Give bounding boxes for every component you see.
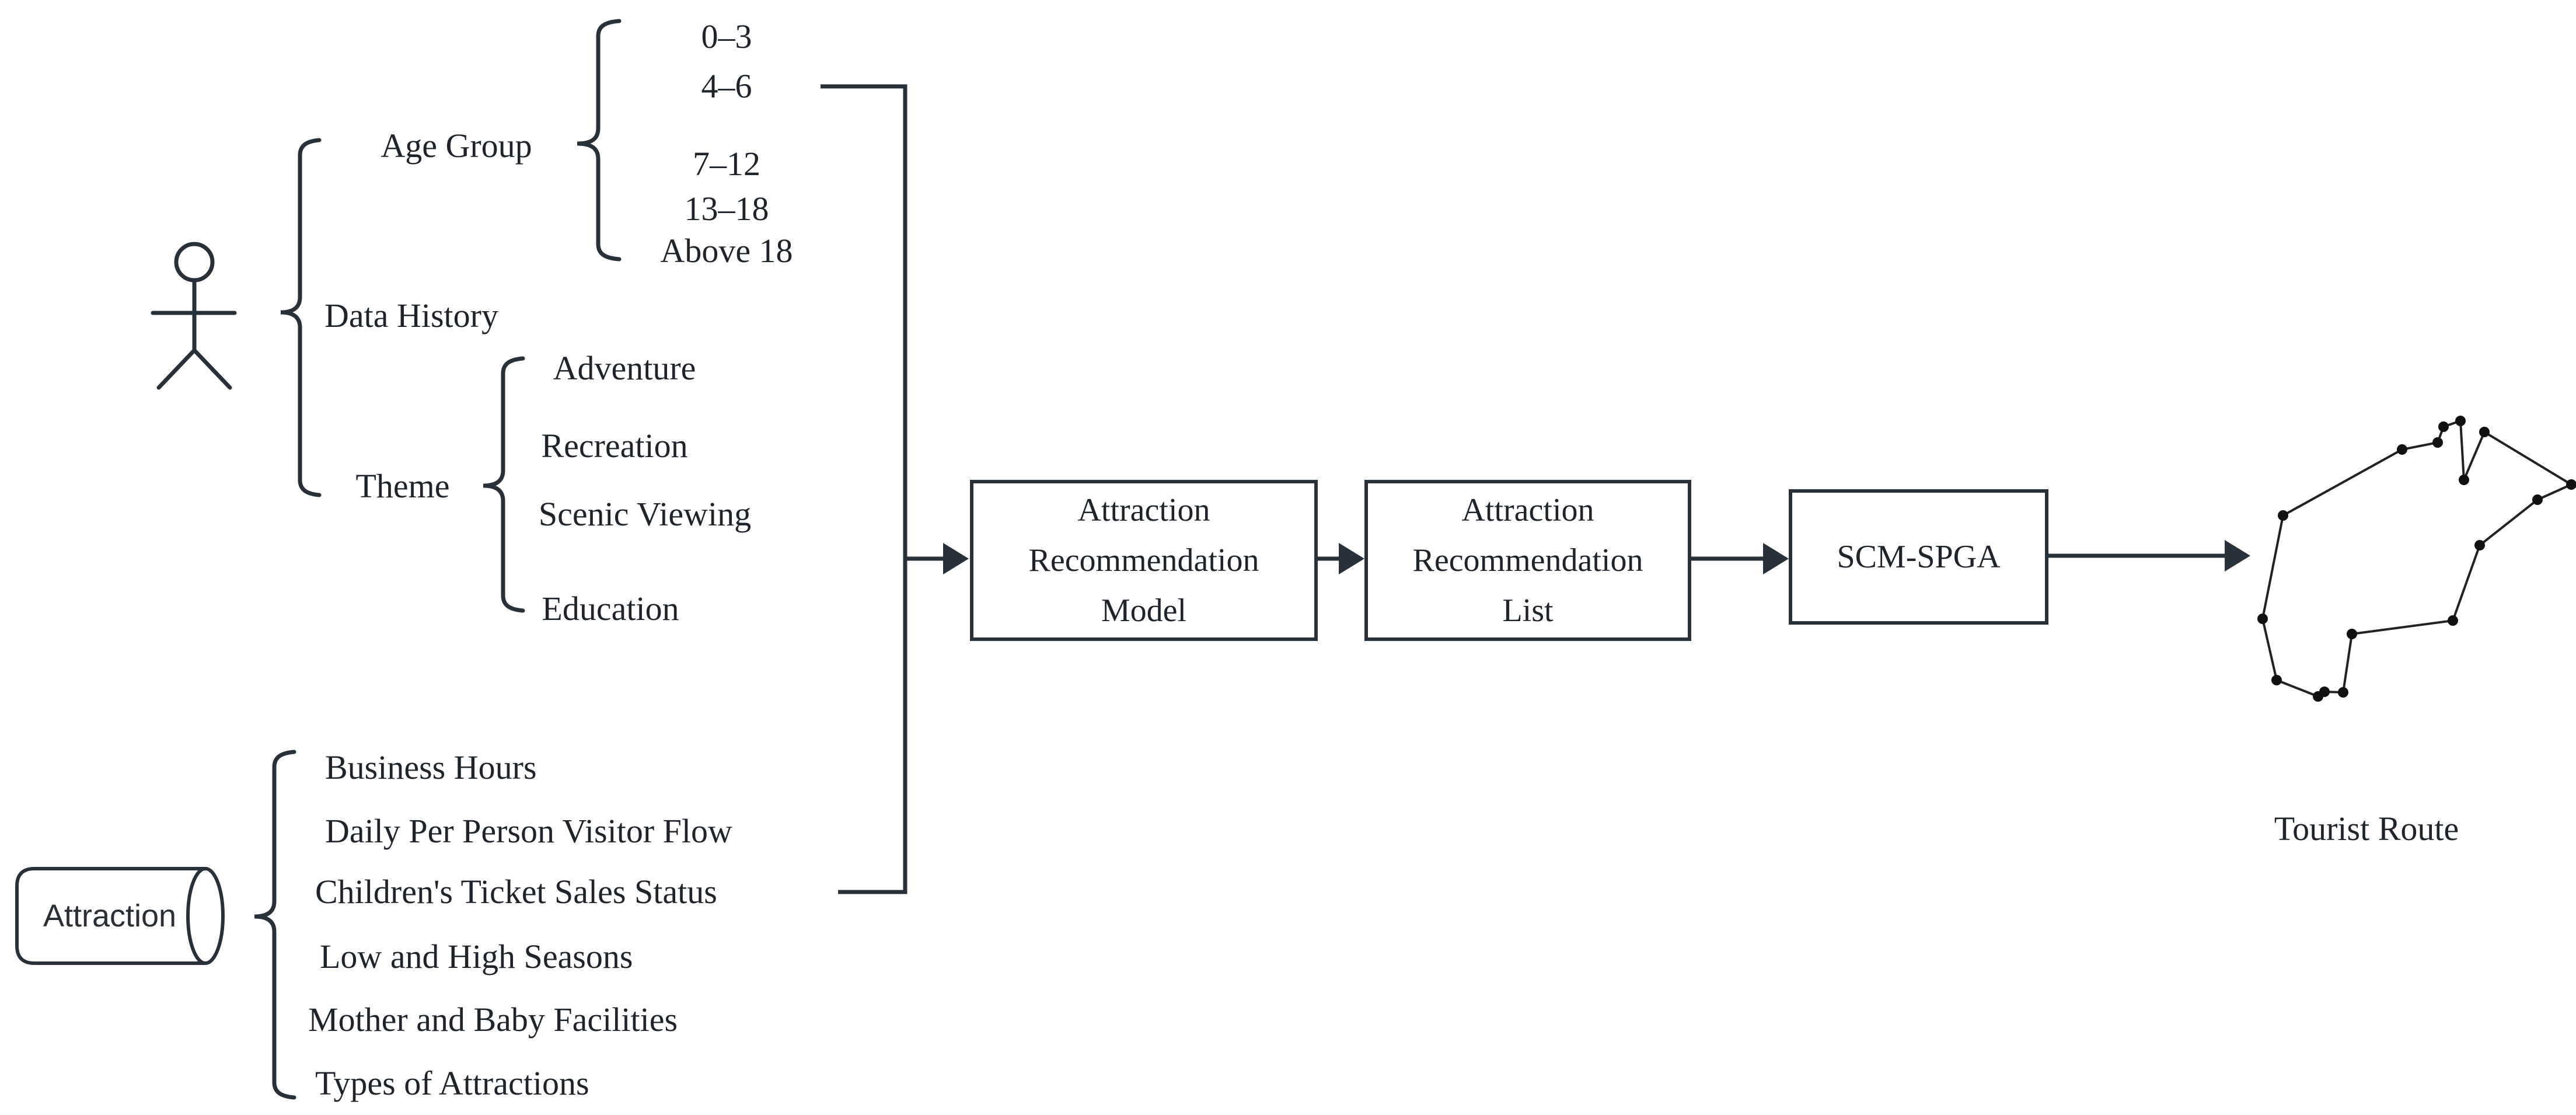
route-stop-dot [2257,614,2268,624]
box-text-line: Attraction [1077,492,1210,528]
route-stop-dot [2566,479,2576,490]
attraction-recommendation-model-box: Attraction Recommendation Model [970,480,1318,641]
route-path [2261,419,2574,698]
route-stop-dot [2397,444,2407,455]
age-item-0-3: 0–3 [701,18,752,56]
person-stick-figure-icon [151,242,237,390]
attraction-recommendation-list-box: Attraction Recommendation List [1364,480,1691,641]
cylinder-body [15,867,205,965]
route-stop-dot [2432,437,2443,448]
tourist-route-label: Tourist Route [2274,810,2459,848]
user-brace [280,138,322,497]
route-stop-dot [2278,510,2288,521]
route-stop-dot [2438,421,2449,432]
route-stop-dot [2455,416,2466,426]
data-history-label: Data History [324,297,498,335]
attraction-item-types-of-attractions: Types of Attractions [315,1064,589,1103]
arrow-scm-spga-to-route [2048,540,2250,572]
figure-right-leg [192,348,232,390]
theme-label: Theme [355,467,450,506]
cylinder-end-cap [186,867,225,965]
tourist-route-polygon [2257,416,2576,702]
attraction-label: Attraction [43,898,177,933]
input-merge-connector [821,84,907,894]
age-group-brace [577,19,622,262]
attraction-item-childrens-ticket: Children's Ticket Sales Status [315,873,717,911]
attraction-item-low-high-seasons: Low and High Seasons [320,938,633,976]
theme-brace [483,356,525,613]
database-cylinder-icon [15,867,225,965]
route-stop-dot [2459,475,2469,485]
box-text-line: SCM-SPGA [1837,539,2001,575]
route-stop-dot [2338,687,2348,698]
theme-item-adventure: Adventure [553,349,696,388]
connector-lines-group [821,84,2250,894]
attraction-item-business-hours: Business Hours [325,748,537,787]
age-item-4-6: 4–6 [701,67,752,106]
arrowhead-icon [2225,540,2250,572]
age-group-label: Age Group [381,127,532,165]
box-text-line: Recommendation [1412,542,1643,579]
age-item-above-18: Above 18 [660,232,793,270]
route-stop-dot [2532,494,2543,505]
attraction-brace [254,750,296,1100]
arrowhead-icon [1339,543,1364,574]
box-text-line: Attraction [1461,492,1594,528]
route-stop-dot [2479,427,2490,437]
arrowhead-icon [1763,543,1789,574]
route-stop-dot [2319,687,2330,697]
figure-head [174,242,215,283]
arrow-inputs-to-model [905,543,969,574]
braces-group [254,19,622,1100]
box-text-line: Model [1101,593,1187,629]
figure-left-leg [156,348,197,390]
box-text-line: List [1502,593,1554,629]
arrow-model-to-list [1318,543,1364,574]
age-item-7-12: 7–12 [693,145,760,183]
route-stop-dot [2448,615,2458,626]
arrow-list-to-scm-spga [1691,543,1789,574]
arrowhead-icon [943,543,969,574]
scm-spga-box: SCM-SPGA [1789,489,2048,625]
attraction-item-daily-visitor-flow: Daily Per Person Visitor Flow [325,812,732,851]
route-stop-dot [2474,540,2485,550]
theme-item-recreation: Recreation [541,427,688,465]
theme-item-scenic-viewing: Scenic Viewing [538,495,752,534]
route-stop-dot [2271,675,2282,685]
attraction-item-mother-baby-facilities: Mother and Baby Facilities [308,1001,678,1039]
route-stop-dot [2347,629,2357,639]
age-item-13-18: 13–18 [684,190,769,228]
box-text-line: Recommendation [1028,542,1259,579]
theme-item-education: Education [542,590,679,628]
